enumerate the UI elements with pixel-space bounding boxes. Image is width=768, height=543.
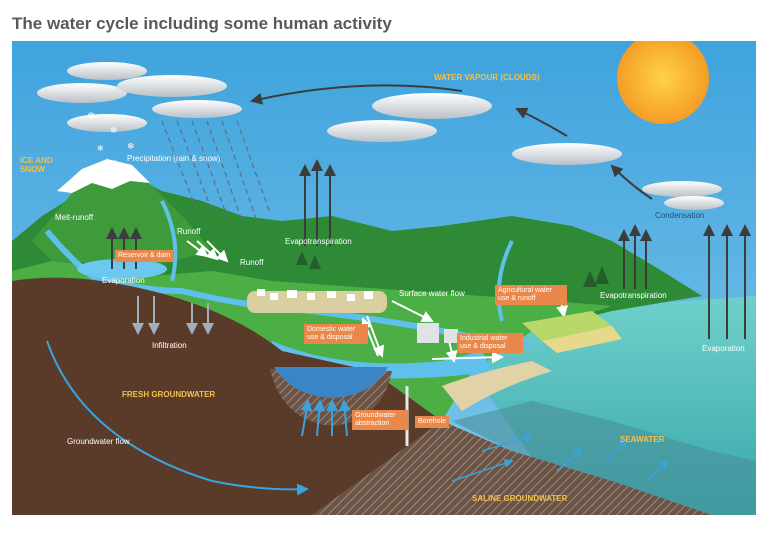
svg-text:❄: ❄ xyxy=(87,111,95,122)
label-seawater: SEAWATER xyxy=(620,435,665,444)
abstraction-arrows xyxy=(300,399,351,437)
label-surface-water-flow: Surface water flow xyxy=(399,289,465,298)
saline-groundwater-area xyxy=(312,421,712,515)
box-groundwater-abstraction: Groundwater abstraction xyxy=(352,410,408,430)
sun xyxy=(617,41,709,124)
farm-fields xyxy=(542,326,622,353)
diagram-title: The water cycle including some human act… xyxy=(12,14,392,33)
label-condensation: Condensation xyxy=(655,211,705,220)
vapour-arrow xyxy=(610,164,653,200)
svg-text:❄: ❄ xyxy=(127,141,135,151)
sea-floor xyxy=(452,401,756,515)
label-evapotranspiration-2: Evapotranspiration xyxy=(600,291,667,300)
lake-evaporation-arrows xyxy=(106,227,142,269)
label-water-vapour: WATER VAPOUR (CLOUDS) xyxy=(434,73,540,82)
groundwater-flow-arrow xyxy=(46,340,309,496)
label-precipitation: Precipitation (rain & snow) xyxy=(127,154,221,163)
sea-evaporation-arrows xyxy=(703,224,751,339)
stream xyxy=(160,200,178,282)
runoff-arrows xyxy=(186,240,504,364)
svg-text:❄: ❄ xyxy=(97,144,104,153)
stream xyxy=(496,240,514,322)
label-evaporation-2: Evaporation xyxy=(702,344,745,353)
vapour-arrow xyxy=(515,107,568,137)
snow-cap xyxy=(57,159,150,193)
farm-fields xyxy=(522,311,612,341)
village xyxy=(247,289,458,343)
clouds xyxy=(37,62,724,210)
box-domestic-water: Domestic water use & disposal xyxy=(304,324,368,344)
svg-text:❄: ❄ xyxy=(112,159,119,168)
diagram-canvas: ❄ ❄ ❄ ❄ ❄ xyxy=(12,41,756,515)
evapotranspiration-arrows xyxy=(299,159,336,246)
label-runoff-2: Runoff xyxy=(240,258,264,267)
box-borehole: Borehole xyxy=(415,416,450,428)
water-cycle-diagram: ❄ ❄ ❄ ❄ ❄ xyxy=(12,41,756,515)
snowflakes: ❄ ❄ ❄ ❄ ❄ xyxy=(87,111,135,168)
box-reservoir-dam: Reservoir & dam xyxy=(115,250,174,262)
label-evaporation-1: Evaporation xyxy=(102,276,145,285)
trees xyxy=(296,251,609,287)
label-infiltration: Infiltration xyxy=(152,341,187,350)
vapour-arrow xyxy=(250,84,463,105)
label-melt-runoff: Melt-runoff xyxy=(55,213,94,222)
label-runoff-1: Runoff xyxy=(177,227,201,236)
label-evapotranspiration-1: Evapotranspiration xyxy=(285,237,352,246)
box-agricultural-water: Agricultural water use & runoff xyxy=(495,285,567,305)
saline-arrows xyxy=(451,433,669,482)
rain xyxy=(161,120,271,222)
reservoir-lake xyxy=(77,259,167,279)
box-industrial-water: Industrial water use & disposal xyxy=(457,333,523,353)
label-fresh-groundwater: FRESH GROUNDWATER xyxy=(122,390,216,399)
label-saline-groundwater: SALINE GROUNDWATER xyxy=(472,494,568,503)
svg-text:❄: ❄ xyxy=(110,125,118,135)
evapotranspiration-arrows xyxy=(618,224,652,289)
aquifer-water xyxy=(274,367,388,398)
infiltration-arrows xyxy=(132,296,214,335)
beach xyxy=(442,361,552,411)
label-ice-snow: ICE AND SNOW xyxy=(20,156,53,174)
label-groundwater-flow: Groundwater flow xyxy=(67,437,130,446)
